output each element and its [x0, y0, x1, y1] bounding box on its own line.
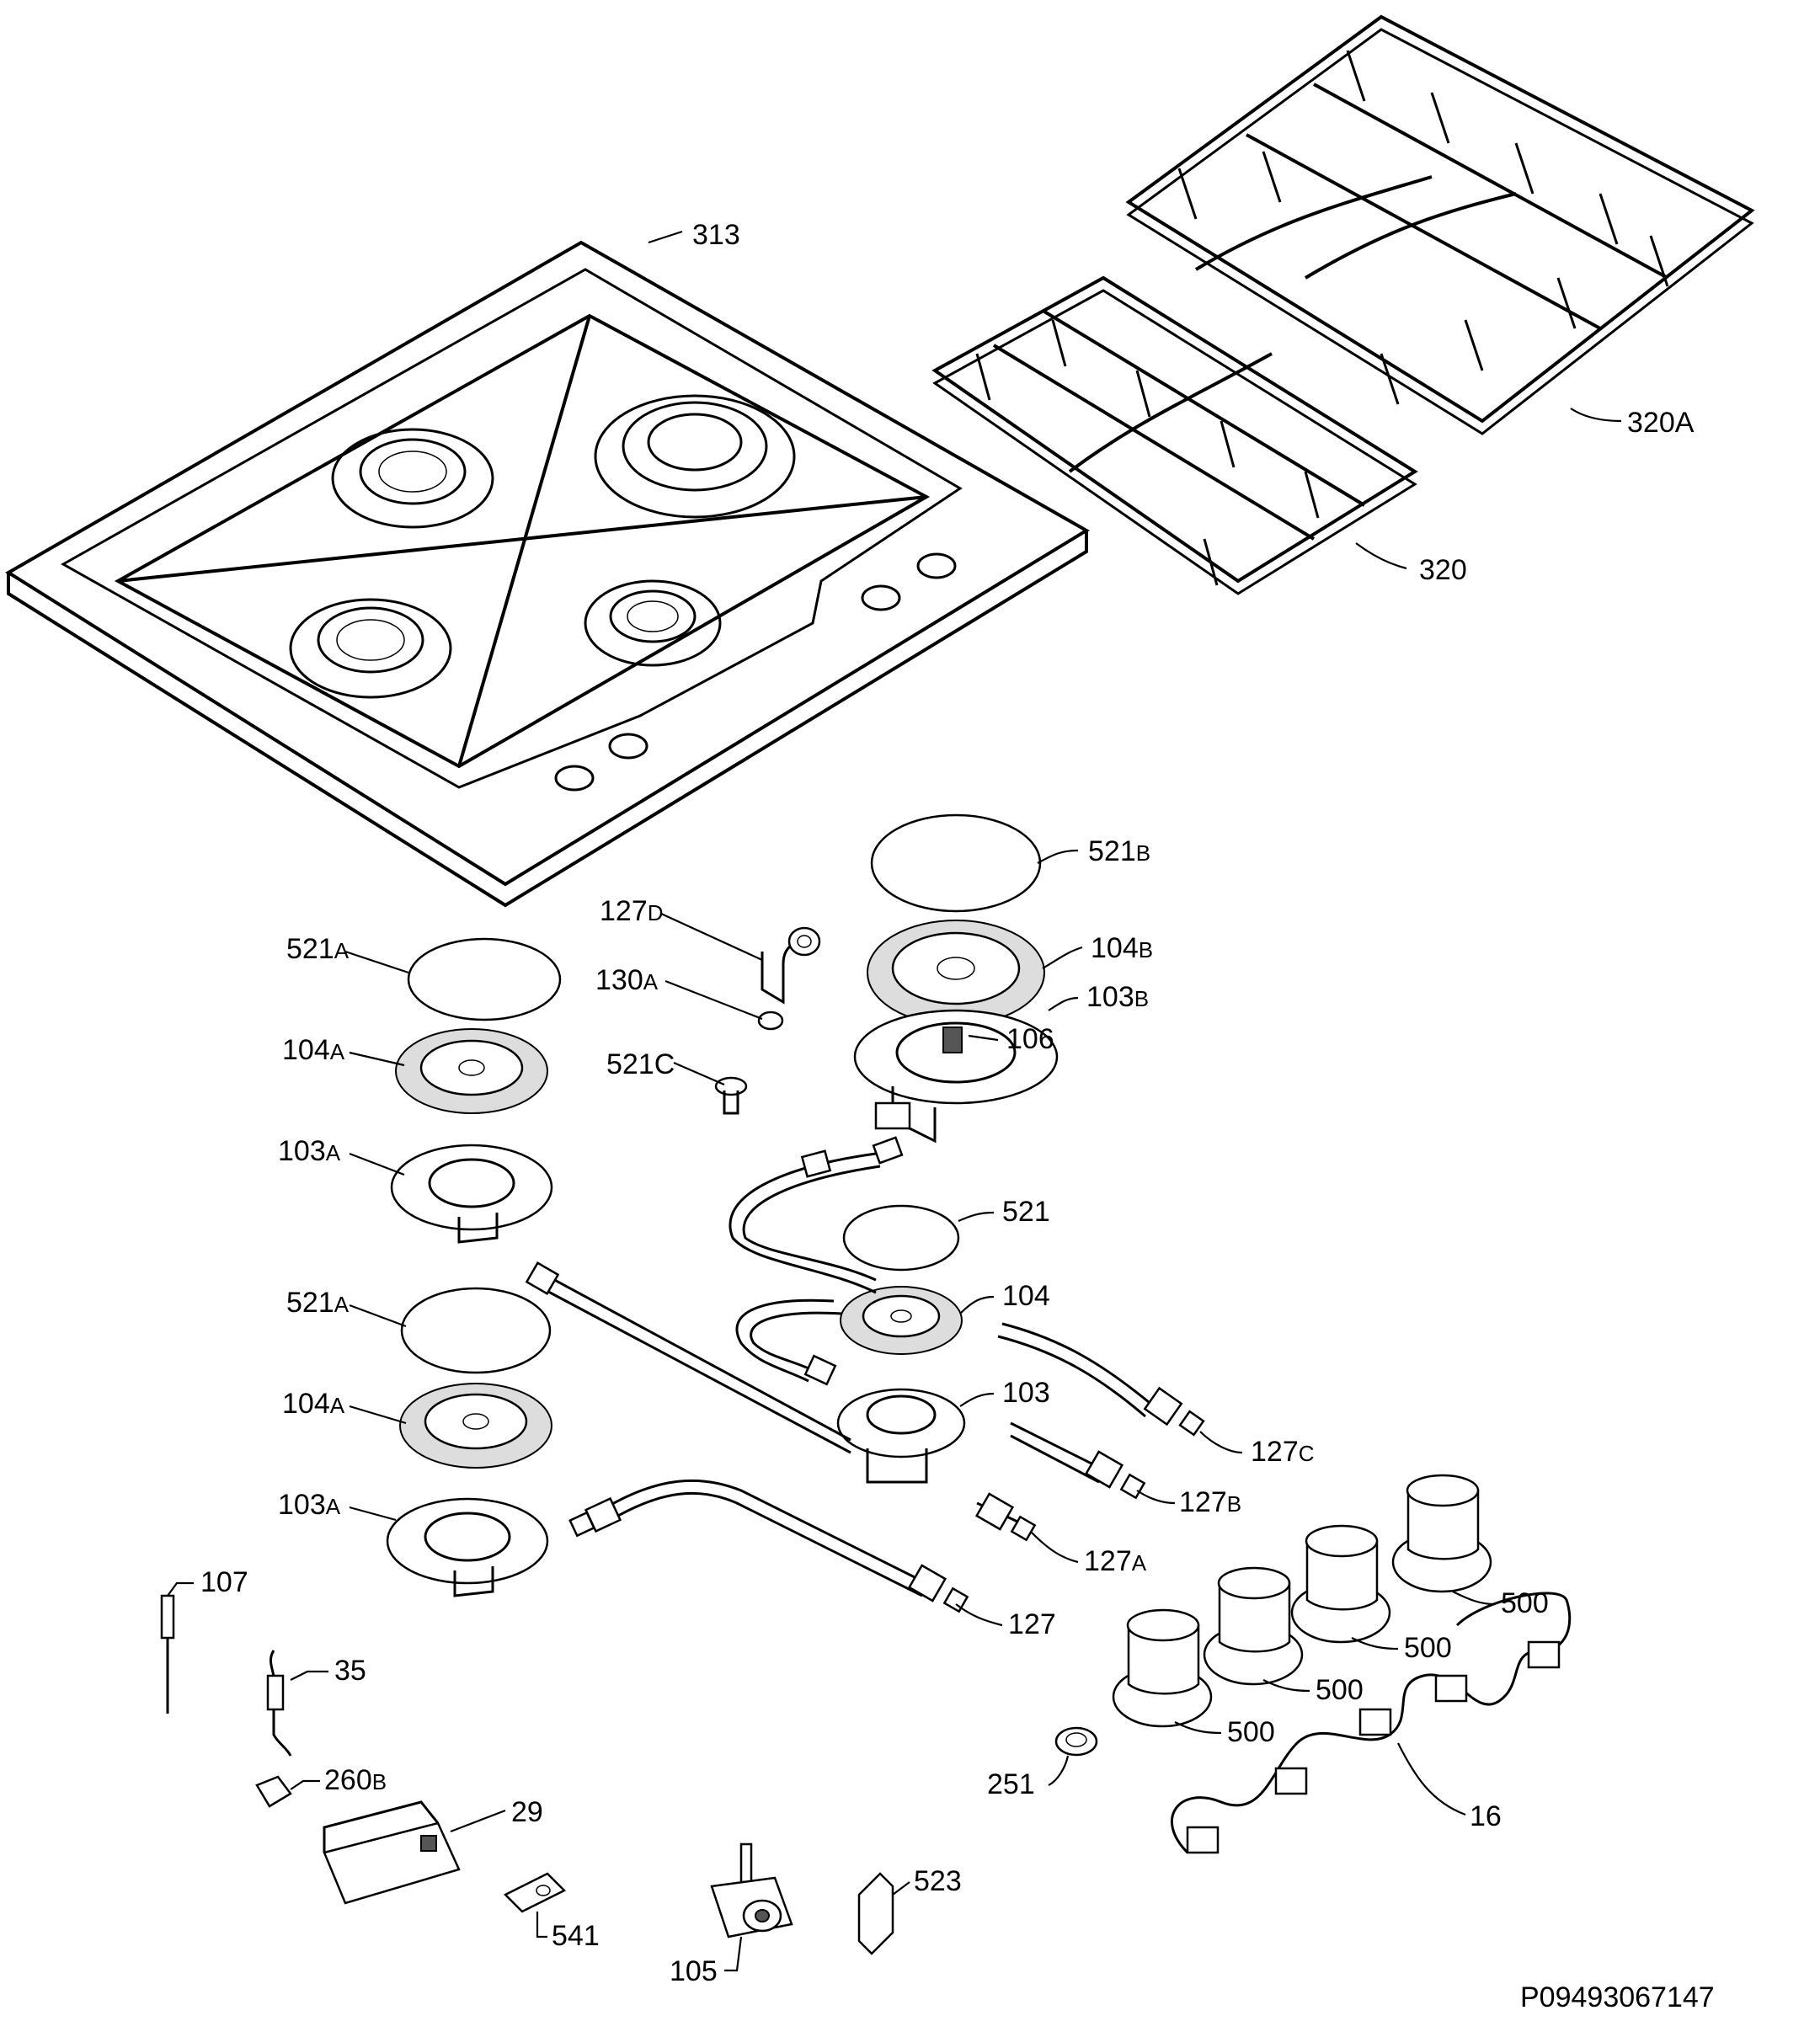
- gas-pipes: [538, 1152, 1155, 1597]
- knob-hole: [554, 765, 595, 792]
- spark-electrode-35: [266, 1650, 292, 1757]
- label-127: 127: [1008, 1608, 1056, 1640]
- label-16: 16: [1470, 1800, 1502, 1832]
- cooktop-panel: [5, 240, 1090, 908]
- burner-crown-104A-top: [395, 1028, 548, 1114]
- gas-tap-105: [710, 1842, 793, 1938]
- burner-crown-104A-bottom: [399, 1383, 552, 1469]
- ignition-module-29: [323, 1800, 461, 1905]
- label-523: 523: [914, 1865, 962, 1897]
- knob-hole: [608, 733, 648, 760]
- burner-cap-521A-top: [407, 937, 562, 1021]
- grommet-251: [1054, 1726, 1098, 1757]
- label-251: 251: [987, 1768, 1035, 1800]
- label-320A: 320A: [1627, 407, 1695, 439]
- burner-well-front-left: [289, 598, 452, 699]
- burner-cap-521: [842, 1204, 960, 1272]
- label-104: 104: [1002, 1280, 1050, 1312]
- label-127D: 127D: [600, 895, 664, 927]
- burner-base-103: [836, 1388, 966, 1484]
- screw-521C: [714, 1076, 748, 1115]
- label-103: 103: [1002, 1377, 1050, 1409]
- pan-support-left-320: [931, 275, 1418, 595]
- label-105: 105: [670, 1955, 718, 1987]
- label-521A-bottom: 521A: [286, 1287, 350, 1319]
- knob-500-3: [1203, 1566, 1304, 1686]
- knob-500-2: [1290, 1524, 1391, 1644]
- ignition-harness-16: [1171, 1592, 1572, 1854]
- label-521: 521: [1002, 1196, 1050, 1228]
- knob-500-1: [1391, 1474, 1492, 1593]
- burner-crown-104B: [867, 920, 1045, 1026]
- burner-cap-521B: [870, 813, 1042, 913]
- burner-base-103A-top: [390, 1144, 553, 1244]
- callout-labels: 313 320A 320 521B 127D 104B 103B 130A 10…: [200, 219, 1715, 2013]
- label-320: 320: [1419, 554, 1467, 586]
- clip-260B: [255, 1775, 292, 1808]
- label-313: 313: [692, 219, 740, 251]
- burner-cap-521A-bottom: [400, 1287, 552, 1374]
- burner-crown-104: [840, 1286, 963, 1355]
- label-29: 29: [511, 1796, 543, 1828]
- label-500-4: 500: [1227, 1716, 1275, 1748]
- label-521B: 521B: [1088, 835, 1150, 867]
- label-260B: 260B: [324, 1764, 387, 1796]
- burner-well-rear-right: [594, 394, 796, 519]
- label-106: 106: [1006, 1023, 1054, 1055]
- label-541: 541: [552, 1920, 600, 1952]
- label-127B: 127B: [1179, 1486, 1241, 1518]
- injector-106: [942, 1026, 963, 1053]
- leader-lines: [167, 230, 1622, 1972]
- pan-support-right-320A: [1125, 14, 1755, 435]
- label-130A: 130A: [595, 964, 659, 996]
- burner-base-103A-bottom: [386, 1497, 549, 1597]
- label-500-3: 500: [1316, 1674, 1364, 1706]
- clamp-541: [503, 1872, 567, 1913]
- label-500-2: 500: [1404, 1632, 1452, 1664]
- elbow-fitting-127D: [761, 926, 821, 1005]
- label-107: 107: [200, 1566, 248, 1598]
- label-35: 35: [334, 1655, 366, 1687]
- pipe-fittings: [525, 1136, 1205, 1613]
- label-521C: 521C: [606, 1048, 675, 1080]
- thermocouple-107: [160, 1594, 175, 1714]
- burner-base-103B: [853, 1009, 1059, 1144]
- document-code: P09493067147: [1520, 1981, 1715, 2013]
- knob-hole: [861, 584, 901, 611]
- knob-500-4: [1112, 1608, 1213, 1728]
- knob-hole: [916, 552, 957, 579]
- label-103A-top: 103A: [278, 1135, 341, 1167]
- label-103B: 103B: [1086, 981, 1149, 1013]
- label-104B: 104B: [1091, 932, 1153, 964]
- label-103A-bottom: 103A: [278, 1489, 341, 1521]
- label-104A-top: 104A: [282, 1034, 345, 1066]
- burner-well-front-right: [584, 579, 722, 667]
- label-127C: 127C: [1251, 1436, 1315, 1468]
- bracket-523: [857, 1872, 894, 1955]
- label-127A: 127A: [1084, 1545, 1147, 1577]
- washer-130A: [757, 1010, 784, 1031]
- burner-well-rear-left: [331, 428, 494, 529]
- label-104A-bottom: 104A: [282, 1388, 345, 1420]
- label-500-1: 500: [1501, 1587, 1549, 1619]
- label-521A-top: 521A: [286, 933, 350, 965]
